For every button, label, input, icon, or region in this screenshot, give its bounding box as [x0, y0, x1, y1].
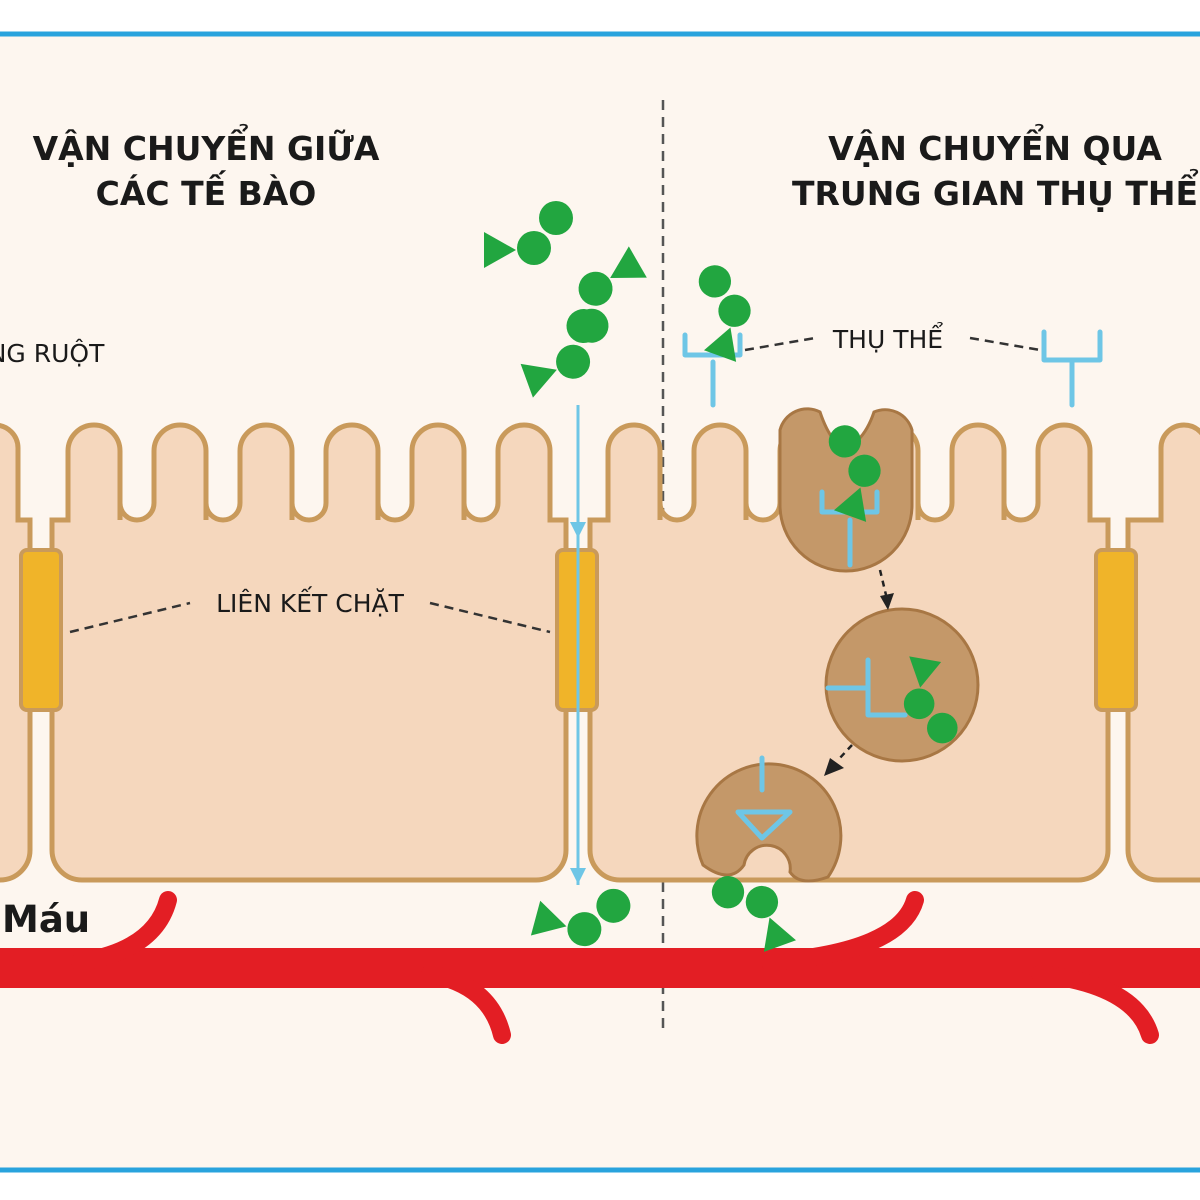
exocytic-vesicle [695, 762, 843, 883]
molecule [698, 265, 751, 362]
receptor-surface-1 [682, 332, 743, 408]
molecule [484, 201, 573, 268]
lumen-label: LÒNG RUỘT [0, 338, 105, 368]
molecule [520, 309, 601, 398]
right-title-line-2: TRUNG GIAN THỤ THỂ [792, 168, 1198, 213]
molecule [711, 876, 797, 952]
receptor-in-endosome [825, 657, 908, 718]
receptor-leader-right [969, 336, 1041, 352]
tight-junction-leader-right [429, 601, 551, 634]
endosome [824, 607, 980, 763]
arrowhead-1 [880, 593, 894, 610]
molecules [484, 201, 958, 952]
epithelial-cell-1 [0, 423, 33, 883]
receptor-surface-2 [1041, 329, 1103, 408]
tight-junction-1 [19, 548, 63, 712]
tight-junctions [19, 548, 1138, 712]
endocytic-pit [778, 407, 914, 573]
epithelial-cell-2 [49, 422, 569, 883]
transcytosis-arrows [837, 569, 888, 761]
receptor-label: THỤ THỂ [832, 322, 943, 354]
paracellular-arrow [570, 405, 586, 885]
epithelial-cell-4 [1125, 422, 1200, 883]
left-title-line-1: VẬN CHUYỂN GIỮA [33, 123, 380, 168]
tight-junction-leader-left [69, 601, 191, 634]
molecule [530, 888, 631, 947]
left-title-line-2: CÁC TẾ BÀO [96, 169, 317, 213]
arrowhead-2 [824, 758, 844, 776]
receptor-leader-left [744, 336, 816, 352]
right-title-line-1: VẬN CHUYỂN QUA [828, 123, 1162, 168]
outer-white-bottom [0, 1172, 1200, 1200]
blood-label: Máu [2, 898, 90, 941]
tight-junction-3 [1094, 548, 1138, 712]
outer-white-top [0, 0, 1200, 33]
blood-vessel [0, 891, 1200, 1044]
molecule [903, 656, 958, 744]
molecule [828, 425, 881, 522]
tight-junction-label: LIÊN KẾT CHẶT [216, 586, 405, 618]
receptor-in-vesicle [735, 755, 793, 841]
